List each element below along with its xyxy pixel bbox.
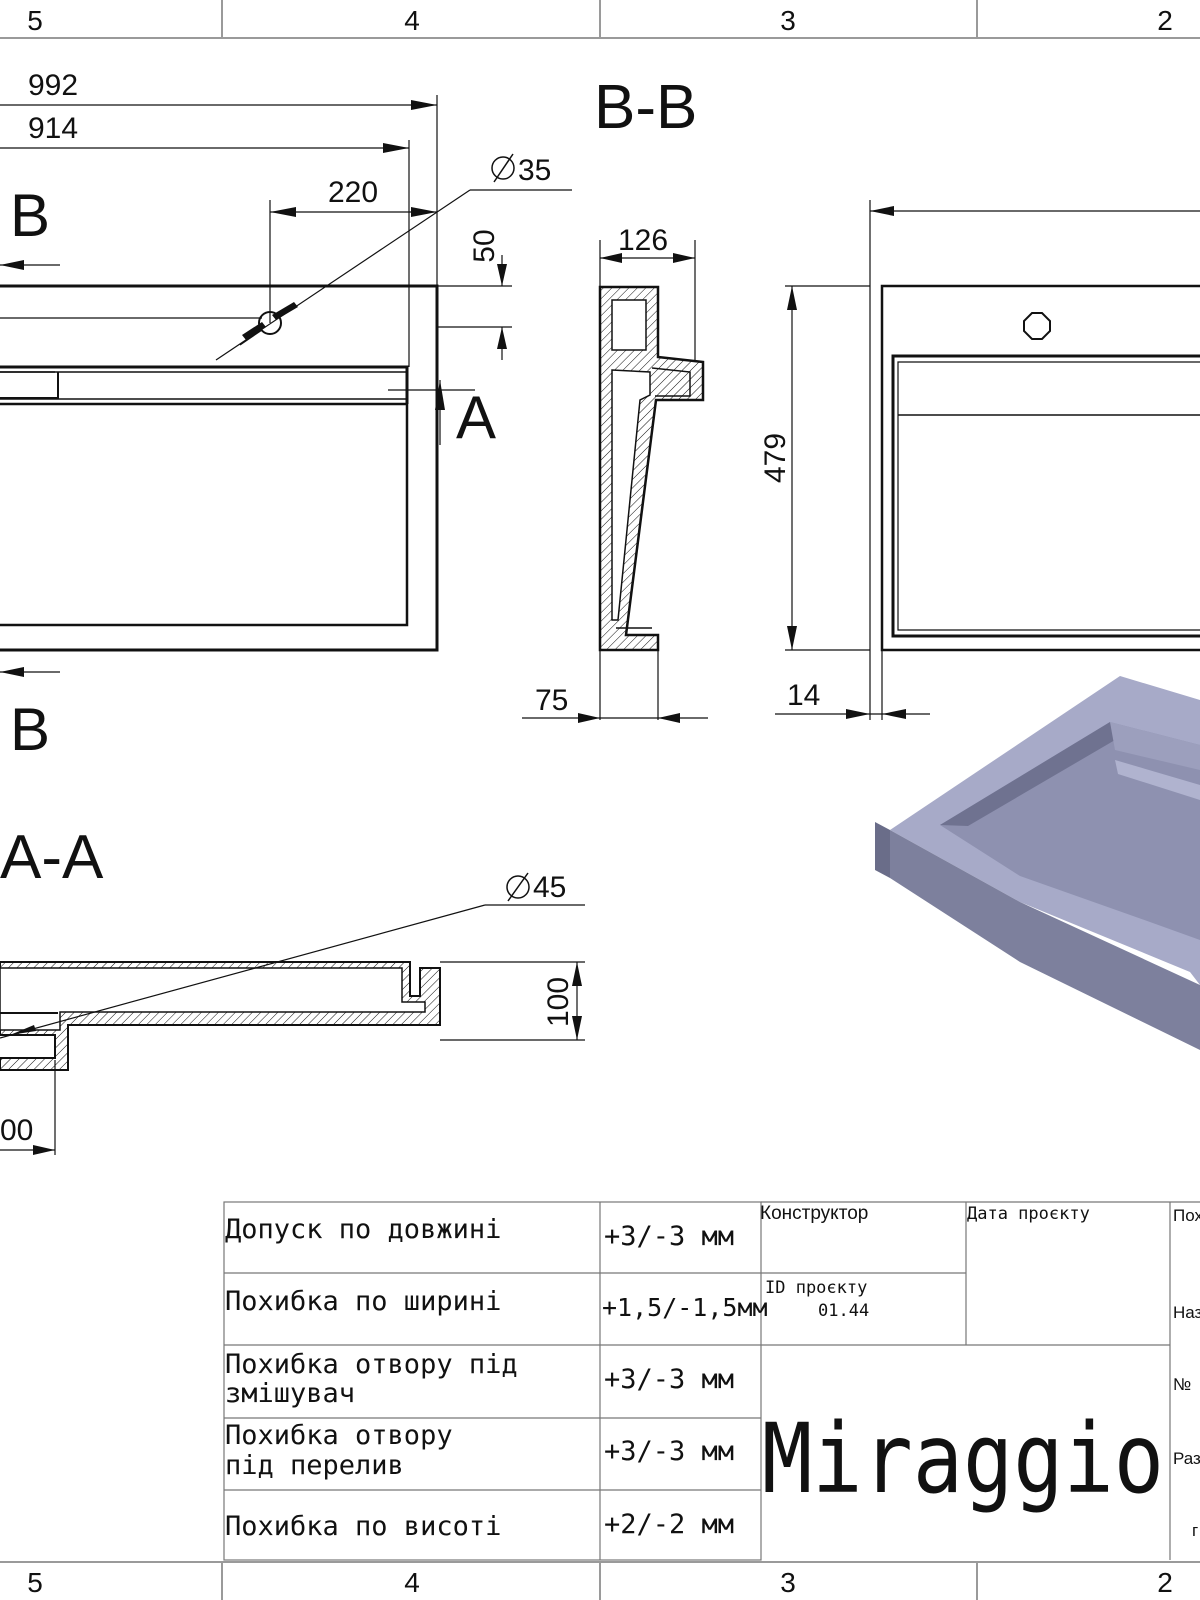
dim-diameter-45: 45 [506,871,566,904]
section-mark-b-top: B [10,182,50,249]
title-block [761,1201,1200,1560]
dim-14: 14 [787,679,820,712]
section-bb-profile [522,240,708,723]
row-value: +2/-2 мм [604,1509,734,1540]
grid-label-bottom-2: 2 [1157,1567,1173,1598]
section-aa-title: A-A [0,823,104,892]
dim-50: 50 [468,229,501,262]
svg-text:45: 45 [533,871,566,904]
dim-220: 220 [328,176,378,209]
table-row: Похибка по ширині +1,5/-1,5мм [225,1286,768,1322]
section-mark-b-bottom: B [10,696,50,763]
dim-diameter-35: 35 [491,153,551,187]
project-id-label: ID проєкту [765,1278,867,1298]
render-side-face [875,822,890,878]
row-value: +3/-3 мм [604,1436,734,1467]
dim-992: 992 [28,69,78,102]
diameter-symbol-icon-45 [506,875,530,899]
cut-label-name: Наз [1173,1303,1200,1322]
row-value: +1,5/-1,5мм [602,1293,768,1322]
dim-75: 75 [535,684,568,717]
table-row: Похибка отвору під перелив +3/-3 мм [225,1420,734,1481]
render-front-face [890,830,1200,1050]
dim-479: 479 [759,433,792,483]
cut-label-size: Раз [1173,1449,1200,1468]
grid-label-top-5: 5 [27,5,43,36]
cut-label-num: № [1173,1375,1191,1394]
grid-label-top-2: 2 [1157,5,1173,36]
designer-label: Конструктор [760,1203,868,1224]
front-view-basin [0,402,409,627]
grid-label-top-3: 3 [780,5,796,36]
cut-label-last: г [1192,1521,1198,1540]
table-row: Допуск по довжині +3/-3 мм [225,1214,734,1252]
grid-label-bottom-4: 4 [404,1567,420,1598]
brand-logo: Miraggio [762,1403,1164,1515]
dim-100: 100 [542,977,575,1027]
render-inner-wall [940,722,1115,826]
grid-label-bottom-5: 5 [27,1567,43,1598]
product-render [875,676,1200,1050]
side-view-outline [880,284,1200,652]
dim-100-cut: 00 [0,1114,33,1147]
side-view [775,200,1200,720]
front-view [0,95,572,677]
front-view-labels: 992 914 220 50 35 B B A [10,69,551,763]
table-row: Похибка отвору під змішувач +3/-3 мм [225,1349,734,1409]
section-mark-a: A [456,384,496,451]
dim-914: 914 [28,112,78,145]
row-label: Похибка по висоті [225,1511,501,1542]
row-value: +3/-3 мм [604,1364,734,1395]
date-label: Дата проєкту [967,1204,1090,1224]
front-view-shelf [0,365,409,404]
row-label: Похибка отвору [225,1420,453,1451]
grid-label-top-4: 4 [404,5,420,36]
row-label: Допуск по довжині [225,1214,501,1245]
table-row: Похибка по висоті +2/-2 мм [225,1509,734,1542]
row-label: Похибка по ширині [225,1286,501,1317]
diameter-symbol-icon [491,156,515,180]
svg-text:35: 35 [518,154,551,187]
front-view-outline [0,284,439,652]
tolerance-table [223,1201,762,1561]
row-value: +3/-3 мм [604,1221,734,1252]
section-aa-profile [0,904,585,1155]
section-bb-title: B-B [594,73,697,142]
row-label: Похибка отвору під [225,1349,518,1380]
grid-label-bottom-3: 3 [780,1567,796,1598]
cut-label-pos: Пох [1173,1206,1200,1225]
row-label-2: змішувач [225,1378,355,1409]
dim-126: 126 [618,224,668,257]
row-label-2: під перелив [225,1450,404,1481]
side-view-mixer-hole [1023,312,1051,340]
project-id-value: 01.44 [818,1301,869,1321]
side-view-basin [891,354,1200,638]
